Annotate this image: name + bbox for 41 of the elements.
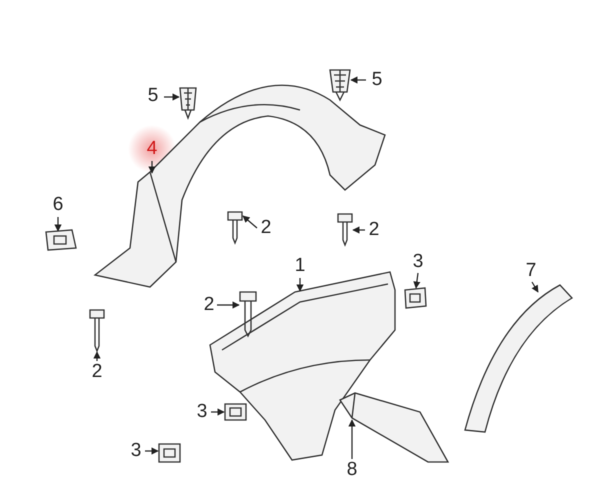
screw-drawing <box>89 309 105 353</box>
callout-number: 2 <box>368 220 380 240</box>
callout-number: 7 <box>526 261 536 281</box>
fender-liner-drawing <box>94 84 386 288</box>
callout-number: 3 <box>196 402 208 422</box>
callout-number: 5 <box>372 70 382 90</box>
callout-number: 2 <box>260 218 272 238</box>
screw-drawing <box>227 211 243 245</box>
leader-arrow <box>296 278 304 292</box>
leader-arrow <box>348 419 356 459</box>
clip-drawing <box>158 443 181 463</box>
clip-drawing <box>179 87 197 120</box>
leader-arrow <box>352 226 365 234</box>
callout-number: 2 <box>204 295 214 315</box>
leader-arrow <box>93 351 101 361</box>
callout-number: 3 <box>130 441 142 461</box>
callout-number: 8 <box>346 460 358 480</box>
leader-arrow <box>350 76 366 84</box>
leader-arrow <box>148 161 156 174</box>
leader-arrow <box>145 447 159 455</box>
clip-drawing <box>404 287 427 309</box>
leader-arrow <box>164 93 180 101</box>
leader-arrow <box>217 301 240 309</box>
leader-arrow <box>242 216 258 228</box>
bolt-drawing <box>239 291 257 338</box>
leader-arrow <box>413 272 420 289</box>
callout-number: 4 <box>146 139 158 159</box>
callout-number: 6 <box>52 195 64 215</box>
leader-arrow <box>54 217 62 232</box>
callout-number: 5 <box>148 86 158 106</box>
leader-arrow <box>531 282 539 293</box>
leader-arrow <box>211 408 225 416</box>
screw-drawing <box>337 213 353 247</box>
clip-drawing <box>45 229 77 251</box>
callout-number: 3 <box>412 252 424 272</box>
clip-drawing <box>329 69 351 102</box>
callout-number: 1 <box>294 256 306 276</box>
clip-drawing <box>224 403 247 421</box>
wheel-arch-flare-drawing <box>464 284 573 433</box>
callout-number: 2 <box>92 362 102 382</box>
bracket-drawing <box>339 392 450 463</box>
